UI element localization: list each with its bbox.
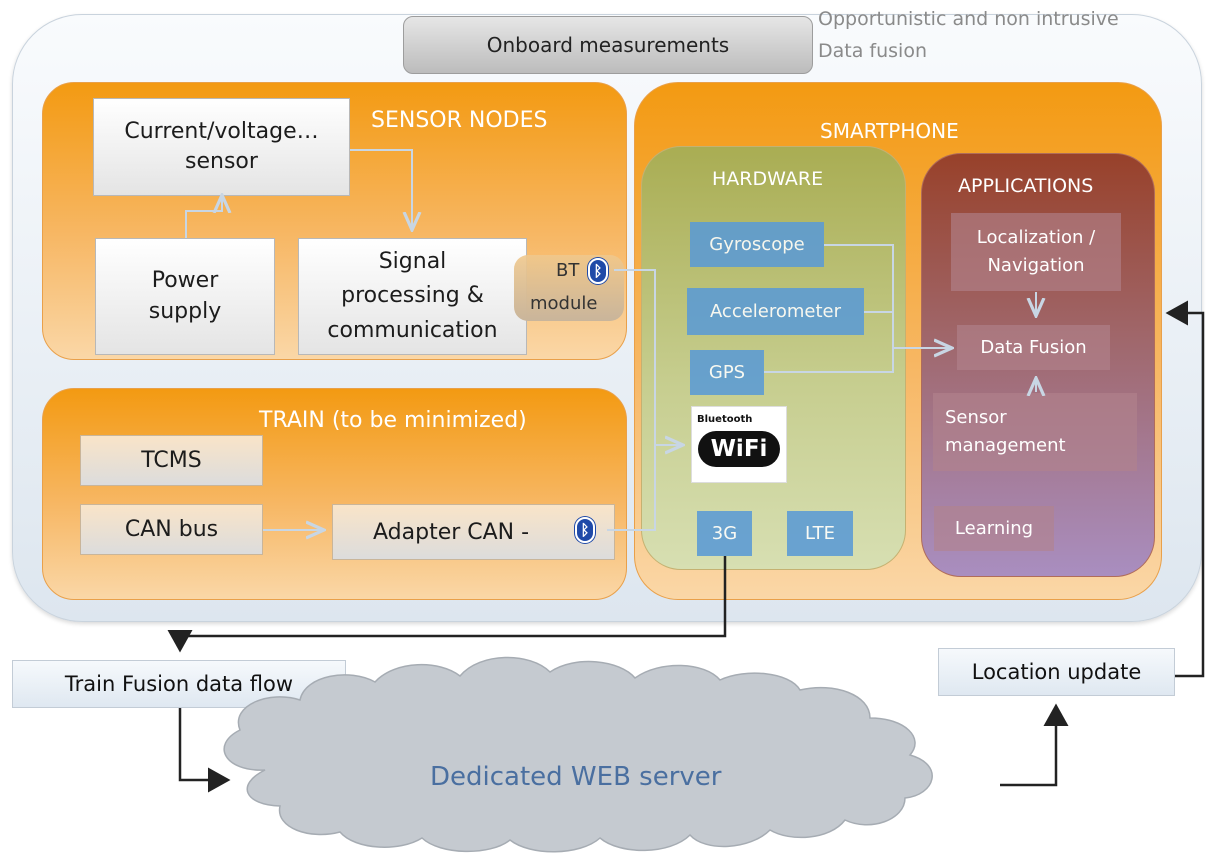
learning-label: Learning [954,517,1034,539]
onboard-measurements-box: Onboard measurements [403,16,813,74]
sensor-nodes-title: SENSOR NODES [371,108,548,133]
can-bus-label: CAN bus [124,517,219,542]
sensor-management-line1: Sensor [945,407,1007,429]
location-update-box: Location update [938,648,1175,696]
sensor-label-line1: Current/voltage… [124,118,319,144]
gyroscope-box: Gyroscope [690,222,824,267]
bt-module-label: module [530,293,598,314]
cloud-shape [223,656,933,853]
signal-label-line3: communication [327,317,498,343]
location-to-smartphone-arrow [1165,300,1205,678]
note-line-2: Data fusion [818,40,927,62]
gps-box: GPS [690,350,764,395]
train-group [42,388,627,600]
smartphone-title: SMARTPHONE [820,119,959,143]
hardware-panel [641,146,906,570]
gps-line [764,348,894,373]
power-label-line1: Power [151,268,219,294]
power-supply-box: Power supply [95,238,275,355]
wifi-badge-label: WiFi [698,431,780,467]
bluetooth-icon: ᛒ [588,258,608,284]
sensor-to-signal-arrow [350,149,412,228]
onboard-measurements-label: Onboard measurements [486,33,730,57]
learning-box: Learning [934,506,1054,551]
localization-label-line1: Localization / [976,227,1096,249]
train-title: TRAIN (to be minimized) [259,408,527,433]
data-fusion-box: Data Fusion [957,325,1110,370]
tcms-label: TCMS [141,448,202,473]
power-to-sensor-arrow [185,197,222,238]
current-voltage-sensor-box: Current/voltage… sensor [93,98,350,196]
note-line-1: Opportunistic and non intrusive [818,8,1119,30]
accelerometer-label: Accelerometer [709,301,842,322]
sensor-management-box: Sensor management [933,393,1137,471]
lte-box: LTE [787,511,853,556]
data-fusion-label: Data Fusion [980,336,1087,358]
localization-label-line2: Navigation [987,255,1085,276]
bt-label: BT [556,260,580,281]
adapter-can-label: Adapter CAN - [373,519,530,545]
tcms-box: TCMS [80,435,263,486]
hardware-title: HARDWARE [712,168,824,190]
3g-box: 3G [697,511,752,556]
localization-box: Localization / Navigation [951,213,1121,291]
sensor-label-line2: sensor [185,149,258,174]
hardware-to-fusion-arrow [824,244,950,348]
train-fusion-to-server-arrow [178,708,231,793]
sensor-management-line2: management [945,435,1066,456]
signal-label-line2: processing & [341,283,484,309]
location-update-label: Location update [971,660,1142,684]
lte-label: LTE [805,523,835,544]
train-fusion-label: Train Fusion data flow [64,672,294,696]
web-server-label: Dedicated WEB server [430,762,722,792]
applications-title: APPLICATIONS [958,175,1094,197]
3g-label: 3G [711,523,738,544]
bt-to-wifi-arrow [614,269,681,445]
power-label-line2: supply [148,298,222,324]
adapter-to-wifi-line [607,445,656,531]
bluetooth-badge-label: Bluetooth [697,414,753,425]
gps-label: GPS [708,362,746,383]
can-bus-box: CAN bus [80,504,263,555]
server-to-location-arrow [1000,703,1069,787]
signal-processing-box: Signal processing & communication [298,238,527,355]
bluetooth-icon: ᛒ [575,517,595,543]
accelerometer-box: Accelerometer [687,288,864,335]
gyroscope-label: Gyroscope [709,234,805,255]
bluetooth-wifi-badge: Bluetooth WiFi [691,406,787,483]
signal-label-line1: Signal [378,249,447,275]
adapter-can-box: Adapter CAN - [332,504,615,560]
3g-to-train-fusion-arrow [167,556,727,653]
